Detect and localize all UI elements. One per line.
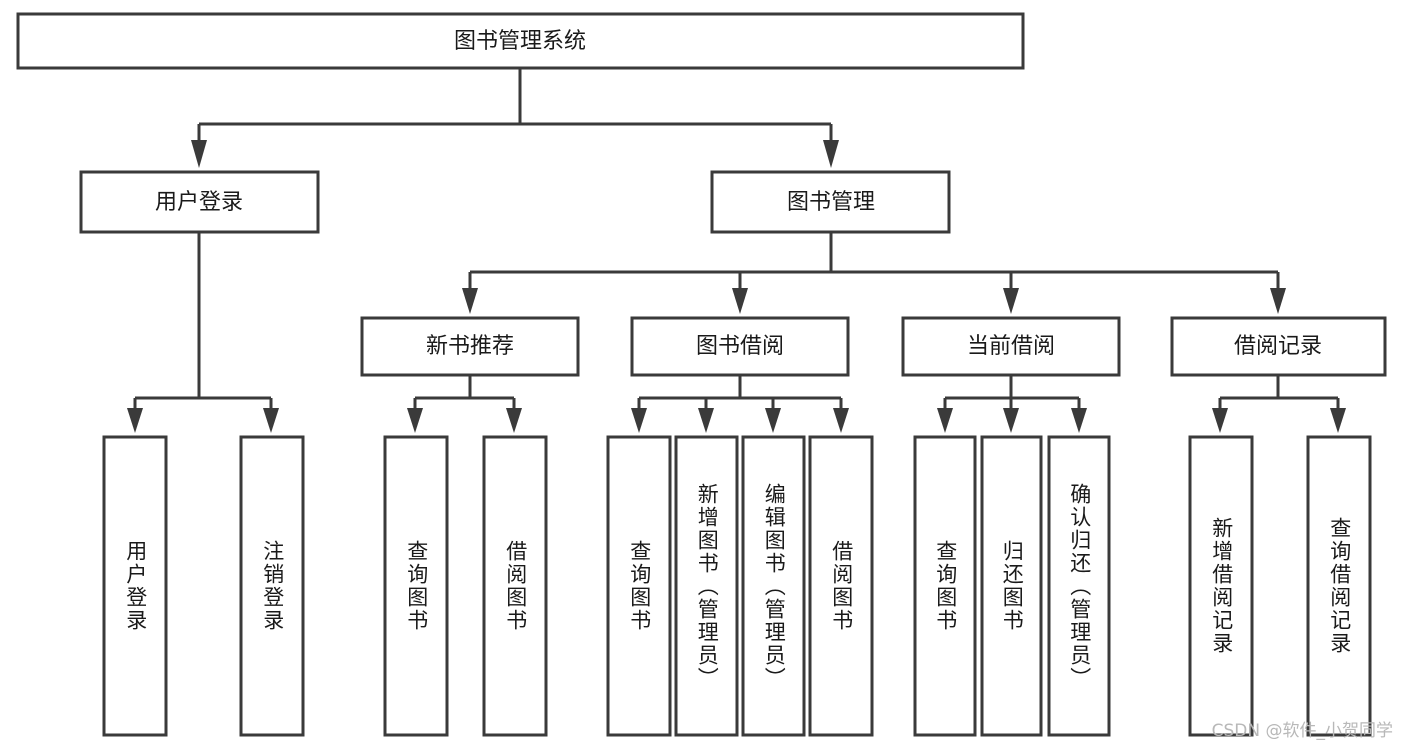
node-current-borrow-box[interactable]	[901, 316, 1121, 377]
node-borrow-record-label: 借阅记录	[1234, 334, 1322, 359]
arrow-head-leaf-user-login	[127, 408, 143, 433]
node-borrow-record-box[interactable]	[1170, 316, 1387, 377]
leaf-box-borrow-book-2[interactable]	[808, 435, 874, 737]
connector-group-root	[191, 68, 839, 168]
node-book-borrow-box[interactable]	[630, 316, 850, 377]
leaf-box-edit-book[interactable]	[741, 435, 806, 737]
leaf-box-add-record[interactable]	[1188, 435, 1254, 737]
node-root[interactable]: 图书管理系统	[16, 12, 1025, 70]
node-book-manage-label: 图书管理	[787, 190, 875, 215]
connector-group-user-login	[127, 232, 279, 433]
node-new-book-recommend-label: 新书推荐	[426, 334, 514, 359]
leaf-box-borrow-book-1[interactable]	[482, 435, 548, 737]
node-borrow-record[interactable]: 借阅记录	[1170, 316, 1387, 377]
node-new-book-recommend-box[interactable]	[360, 316, 580, 377]
arrow-head-leaf-query-book-3	[937, 408, 953, 433]
connector-group-new-book-recommend	[407, 375, 522, 433]
node-user-login-box[interactable]	[79, 170, 320, 234]
connector-group-book-manage	[462, 232, 1286, 314]
arrow-head-leaf-add-record	[1212, 408, 1228, 433]
arrow-head-borrow-record	[1270, 288, 1286, 314]
node-current-borrow-label: 当前借阅	[967, 334, 1055, 359]
node-book-manage[interactable]: 图书管理	[710, 170, 951, 234]
arrow-head-book-borrow	[732, 288, 748, 314]
leaf-box-confirm-return[interactable]	[1047, 435, 1111, 737]
connector-group-borrow-record	[1212, 375, 1346, 433]
arrow-head-current-borrow	[1003, 288, 1019, 314]
arrow-head-leaf-borrow-book-1	[506, 408, 522, 433]
arrow-head-leaf-query-book-1	[407, 408, 423, 433]
node-current-borrow[interactable]: 当前借阅	[901, 316, 1121, 377]
arrow-head-leaf-query-book-2	[631, 408, 647, 433]
leaf-box-user-logout[interactable]	[239, 435, 305, 737]
leaf-box-query-book-3[interactable]	[913, 435, 977, 737]
arrow-head-new-book-recommend	[462, 288, 478, 314]
node-root-label: 图书管理系统	[454, 29, 586, 54]
arrow-head-leaf-confirm-return	[1071, 408, 1087, 433]
arrow-head-leaf-query-record	[1330, 408, 1346, 433]
leaf-box-query-book-2[interactable]	[606, 435, 672, 737]
arrow-head-book-manage	[823, 140, 839, 168]
leaf-box-return-book[interactable]	[980, 435, 1043, 737]
leaf-box-add-book[interactable]	[674, 435, 739, 737]
node-user-login[interactable]: 用户登录	[79, 170, 320, 234]
leaf-box-user-login[interactable]	[102, 435, 168, 737]
arrow-head-user-login	[191, 140, 207, 168]
node-user-login-label: 用户登录	[155, 190, 243, 215]
node-book-manage-box[interactable]	[710, 170, 951, 234]
leaf-box-query-record[interactable]	[1306, 435, 1372, 737]
node-new-book-recommend[interactable]: 新书推荐	[360, 316, 580, 377]
node-root-box[interactable]	[16, 12, 1025, 70]
arrow-head-leaf-edit-book	[765, 408, 781, 433]
arrow-head-leaf-user-logout	[263, 408, 279, 433]
node-book-borrow-label: 图书借阅	[696, 334, 784, 359]
arrow-head-leaf-add-book	[698, 408, 714, 433]
node-book-borrow[interactable]: 图书借阅	[630, 316, 850, 377]
leaf-box-query-book-1[interactable]	[383, 435, 449, 737]
arrow-head-leaf-return-book	[1003, 408, 1019, 433]
connector-group-current-borrow	[937, 375, 1087, 433]
arrow-head-leaf-borrow-book-2	[833, 408, 849, 433]
connector-group-book-borrow	[631, 375, 849, 433]
